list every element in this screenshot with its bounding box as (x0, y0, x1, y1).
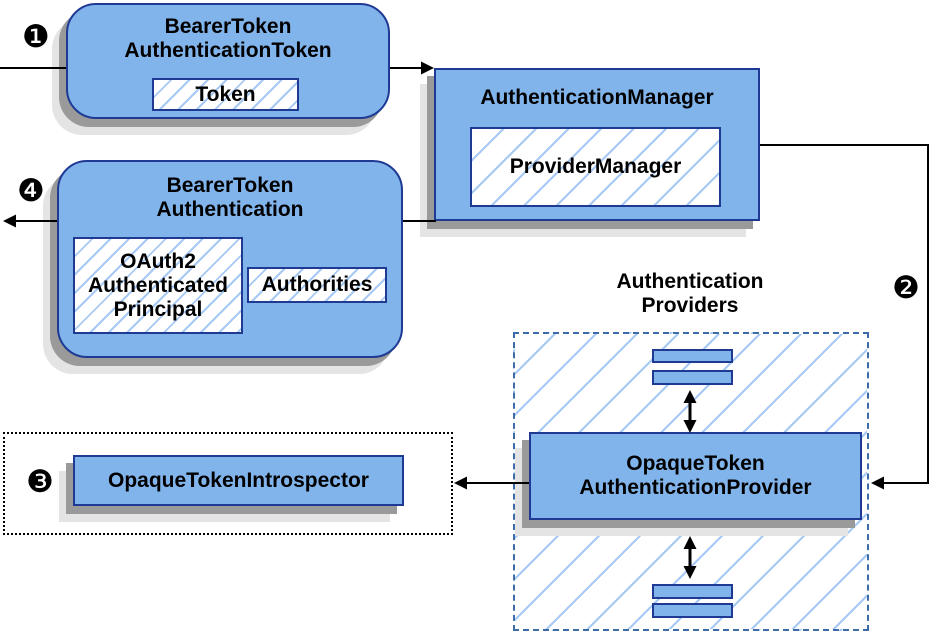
opaque-token-introspector-title: OpaqueTokenIntrospector (108, 468, 369, 492)
oauth2-authenticated-principal-label: OAuth2 Authenticated Principal (87, 249, 228, 321)
provider-list-bar (652, 603, 733, 618)
authorities-box: Authorities (247, 267, 387, 303)
arrowhead-left-icon (454, 476, 467, 490)
step-3-badge: ❸ (26, 464, 54, 500)
token-label: Token (195, 82, 256, 106)
authentication-manager-title: AuthenticationManager (480, 86, 714, 109)
oauth2-authenticated-principal-box: OAuth2 Authenticated Principal (73, 237, 243, 334)
opaque-token-introspector-region (3, 432, 453, 535)
provider-manager-box: ProviderManager (470, 127, 721, 207)
opaque-token-introspector-node: OpaqueTokenIntrospector (73, 455, 404, 506)
provider-list-bar (652, 349, 733, 363)
token-box: Token (152, 78, 299, 111)
opaque-token-authentication-provider-title: OpaqueToken AuthenticationProvider (579, 452, 812, 499)
step-2-badge: ❷ (892, 270, 920, 306)
arrowhead-right-icon (421, 61, 434, 75)
arrowhead-left-icon (3, 214, 16, 228)
opaque-token-authentication-provider-node: OpaqueToken AuthenticationProvider (529, 432, 862, 520)
bearer-token-authentication-title: BearerToken Authentication (156, 174, 304, 221)
authentication-providers-label: Authentication Providers (616, 270, 764, 317)
step-1-badge: ❶ (22, 19, 50, 55)
provider-manager-label: ProviderManager (509, 155, 682, 178)
step-4-badge: ❹ (17, 173, 45, 209)
arrowhead-left-icon (871, 476, 884, 490)
provider-list-bar (652, 370, 733, 385)
provider-list-bar (652, 584, 733, 599)
bearer-token-authentication-token-node: BearerToken AuthenticationToken (66, 3, 390, 119)
authorities-label: Authorities (261, 273, 373, 296)
bearer-token-authentication-token-title: BearerToken AuthenticationToken (124, 15, 332, 62)
